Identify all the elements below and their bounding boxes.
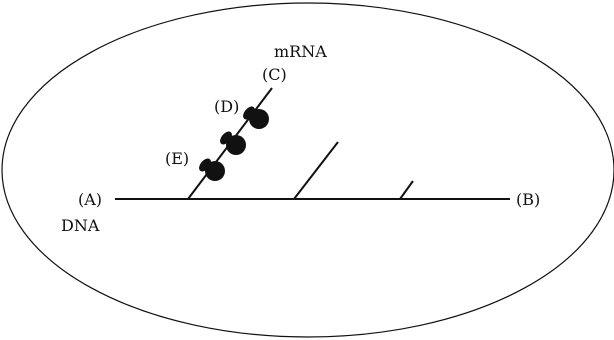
label-a: (A) xyxy=(78,190,102,209)
ribosome-large-subunit xyxy=(226,135,246,155)
ribosome-large-subunit xyxy=(205,161,225,181)
mrna-strand-short xyxy=(399,180,414,200)
mrna-strand-medium xyxy=(293,141,339,200)
ribosome-middle xyxy=(220,131,246,155)
label-b: (B) xyxy=(516,190,540,209)
ribosome-e xyxy=(199,158,225,181)
ribosome-d xyxy=(243,106,269,129)
dna-label: DNA xyxy=(61,216,100,235)
ribosome-large-subunit xyxy=(249,109,269,129)
label-e: (E) xyxy=(165,149,189,168)
label-d: (D) xyxy=(214,97,239,116)
label-c: (C) xyxy=(262,65,287,84)
mrna-label: mRNA xyxy=(274,42,327,61)
